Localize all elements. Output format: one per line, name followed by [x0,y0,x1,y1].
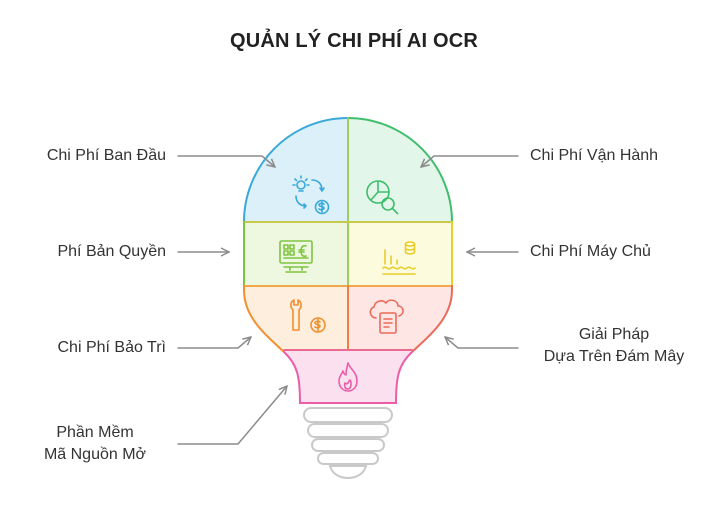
arrow-cloud-solution [445,337,519,349]
label-cloud-solution: Giải Pháp Dựa Trên Đám Mây [530,324,698,368]
segment-maintenance-cost [244,286,348,350]
segment-borders [243,117,453,404]
pie-chart-magnifier-icon [366,180,399,215]
database-bar-chart-icon [382,241,416,275]
label-cloud-solution-line2: Dựa Trên Đám Mây [543,348,685,365]
label-license-fee: Phí Bản Quyền [57,243,166,260]
connector-arrows [177,155,519,445]
segment-license-fee [244,222,348,286]
label-cloud-solution-line1: Giải Pháp [578,326,650,343]
segment-cloud-solution [348,286,452,350]
label-open-source-line1: Phần Mềm [56,424,134,441]
arrow-maintenance-cost [177,337,251,349]
arrow-open-source [177,386,287,445]
arrow-operating-cost [421,155,519,167]
diagram-title: QUẢN LÝ CHI PHÍ AI OCR [229,30,479,52]
arrow-initial-cost [177,155,275,167]
cloud-document-icon [369,299,404,334]
label-operating-cost: Chi Phí Vận Hành [530,147,659,164]
segment-initial-cost [244,118,348,222]
label-open-source-line2: Mã Nguồn Mở [43,446,147,463]
label-server-cost: Chi Phí Máy Chủ [530,243,651,260]
flame-icon [338,362,358,392]
wrench-money-icon [290,299,326,333]
label-initial-cost: Chi Phí Ban Đầu [46,147,166,164]
bulb-base [303,407,393,480]
label-maintenance-cost: Chi Phí Bảo Trì [57,339,167,356]
segment-open-source [244,350,452,403]
segment-operating-cost [348,118,452,222]
idea-money-cycle-icon [292,175,330,215]
segment-server-cost [348,222,452,286]
currency-monitor-icon [279,240,313,273]
label-open-source: Phần Mềm Mã Nguồn Mở [20,422,170,466]
